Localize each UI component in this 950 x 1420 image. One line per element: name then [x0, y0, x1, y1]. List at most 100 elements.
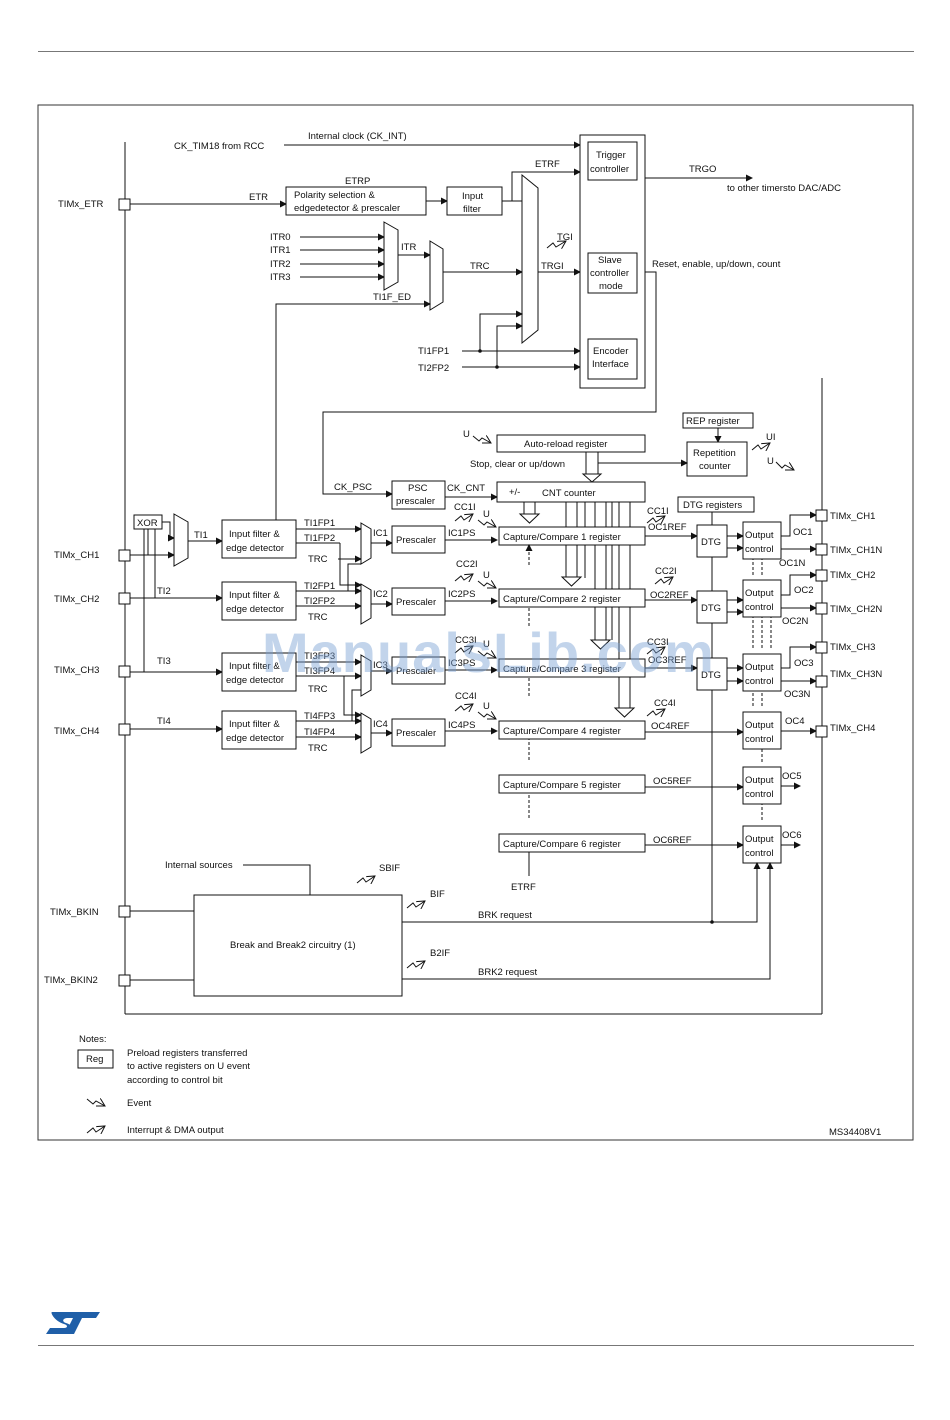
ch6-output-control-line-1: Output — [745, 834, 774, 845]
itr2-label: ITR2 — [270, 259, 291, 270]
ti1-label: TI1 — [194, 530, 208, 541]
ch4-icps: IC4PS — [448, 720, 475, 731]
ch4-fp-b: TI4FP4 — [304, 727, 335, 738]
ch1-ic-mux — [360, 522, 372, 565]
ti4-label: TI4 — [157, 716, 171, 727]
ch3n-out-label: TIMx_CH3N — [830, 669, 882, 680]
ch1-output-control — [742, 521, 782, 560]
ch4-input-filter — [221, 710, 297, 750]
arr-transfer-arrow — [585, 451, 599, 475]
trgi-mux-1 — [429, 240, 444, 311]
bif-icon — [406, 901, 425, 908]
ch2-input-filter-line-1: Input filter & — [229, 590, 280, 601]
b2if-icon — [406, 961, 425, 968]
brk-request-wire — [402, 862, 761, 923]
oc2-wire — [781, 571, 817, 596]
ch1-dtg-label: DTG — [701, 537, 721, 548]
notes-preload-line-1: Preload registers transferred — [127, 1048, 247, 1059]
figure-frame — [37, 104, 914, 1141]
footer-rule — [38, 1345, 914, 1346]
cc4-register-label: Capture/Compare 4 register — [503, 726, 621, 737]
ch6-output-control-line-2: control — [745, 848, 774, 859]
ch3-dtg — [696, 657, 728, 691]
cc6-register-label: Capture/Compare 6 register — [503, 839, 621, 850]
cc1-register-label: Capture/Compare 1 register — [503, 532, 621, 543]
ch1-trc: TRC — [308, 554, 328, 565]
tgi-interrupt-icon — [546, 241, 566, 248]
ch2-ocref: OC2REF — [650, 590, 689, 601]
ch1-dtg — [696, 524, 728, 558]
etr-label: ETR — [249, 192, 268, 203]
ch2-output-control-line-2: control — [745, 602, 774, 613]
ch2-u: U — [483, 570, 490, 581]
ch1-cci-out-icon — [646, 516, 665, 523]
ch5-output-control-line-1: Output — [745, 775, 774, 786]
ch6-output-control — [742, 825, 782, 864]
oc3-label: OC3 — [794, 658, 814, 669]
ch1-input-filter-line-2: edge detector — [226, 543, 284, 554]
ch4-to-ic3-cross — [351, 689, 361, 721]
ch1-output-control-line-2: control — [745, 544, 774, 555]
ch2-output-control — [742, 579, 782, 618]
ch3-dtg-label: DTG — [701, 670, 721, 681]
psc-prescaler-block — [391, 480, 446, 510]
oc4-label: OC4 — [785, 716, 805, 727]
ch3-prescaler-label: Prescaler — [396, 666, 436, 677]
trgo-dest-label: to other timersto DAC/ADC — [727, 183, 841, 194]
ch4-out-label: TIMx_CH4 — [830, 723, 875, 734]
ch2-pin-label: TIMx_CH2 — [54, 594, 99, 605]
xor-out-wire — [162, 521, 175, 542]
ch3-trc: TRC — [308, 684, 328, 695]
ch1-cci-icon — [454, 514, 473, 521]
notes-preload-line-2: to active registers on U event — [127, 1061, 250, 1072]
trigger-controller-block — [587, 141, 638, 181]
internal-clock-label: Internal clock (CK_INT) — [308, 131, 407, 142]
st-logo-icon — [46, 1312, 100, 1334]
ch4-ocref: OC4REF — [651, 721, 690, 732]
trigger-controller-line-1: Trigger — [596, 150, 626, 161]
ch4-ic-mux — [360, 712, 372, 754]
ti1-mux — [173, 513, 189, 567]
ch2-fp-a: TI2FP1 — [304, 581, 335, 592]
sbif-label: SBIF — [379, 863, 400, 874]
ti1f-ed-wire — [275, 300, 431, 530]
oc5-label: OC5 — [782, 771, 802, 782]
encoder-line-2: Interface — [592, 359, 629, 370]
ch4-u-icon — [477, 712, 496, 719]
oc6-label: OC6 — [782, 830, 802, 841]
arr-transfer-head — [581, 473, 603, 483]
ch2-cci-in: CC2I — [456, 559, 478, 570]
bkin2-pin — [118, 974, 131, 987]
oc1-wire — [781, 511, 817, 537]
itr-label: ITR — [401, 242, 416, 253]
ch2-u-icon — [477, 581, 496, 588]
ch2-dtg — [696, 590, 728, 624]
ch1-input-filter — [221, 519, 297, 559]
oc2n-label: OC2N — [782, 616, 809, 627]
trc-label: TRC — [470, 261, 490, 272]
slave-controller-line-2: controller — [590, 268, 629, 279]
ch1-u: U — [483, 509, 490, 520]
bkin-label: TIMx_BKIN — [50, 907, 99, 918]
trgi-label: TRGI — [541, 261, 564, 272]
ui-interrupt-icon — [751, 443, 770, 450]
ch1-pin-label: TIMx_CH1 — [54, 550, 99, 561]
b2if-label: B2IF — [430, 948, 450, 959]
plus-minus-label: +/- — [509, 487, 520, 498]
bkin-pin — [118, 905, 131, 918]
break-circuitry-block — [193, 894, 403, 997]
etr-pin-label: TIMx_ETR — [58, 199, 104, 210]
header-rule — [38, 51, 914, 52]
cc2-register — [498, 588, 646, 608]
oc2-label: OC2 — [794, 585, 814, 596]
auto-reload-block — [496, 434, 646, 453]
ck-cnt-label: CK_CNT — [447, 483, 485, 494]
ch3-output-control-line-1: Output — [745, 662, 774, 673]
ch4-pin-label: TIMx_CH4 — [54, 726, 99, 737]
cnt-counter-label: CNT counter — [542, 488, 596, 499]
notes-reg-box — [77, 1049, 114, 1069]
ch1-ocref: OC1REF — [648, 522, 687, 533]
cc2-register-label: Capture/Compare 2 register — [503, 594, 621, 605]
etrf-bottom-label: ETRF — [511, 882, 536, 893]
ch3-u-icon — [477, 651, 496, 658]
